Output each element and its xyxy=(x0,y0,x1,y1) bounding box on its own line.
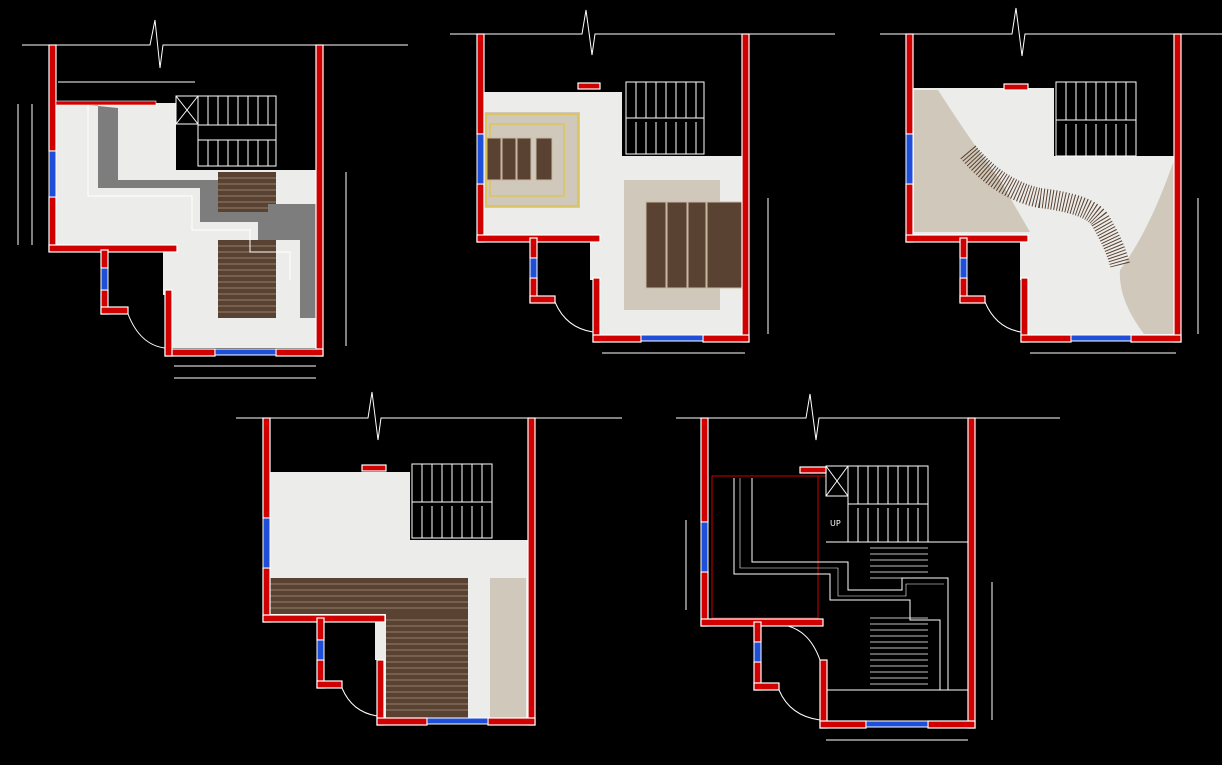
plan-3 xyxy=(880,7,1222,354)
stair-flight xyxy=(175,95,277,167)
plan-5: UP xyxy=(676,393,1060,741)
plan-4 xyxy=(236,391,622,726)
plan-1 xyxy=(17,19,408,379)
up-label: UP xyxy=(830,519,841,528)
plan-2 xyxy=(450,9,835,354)
